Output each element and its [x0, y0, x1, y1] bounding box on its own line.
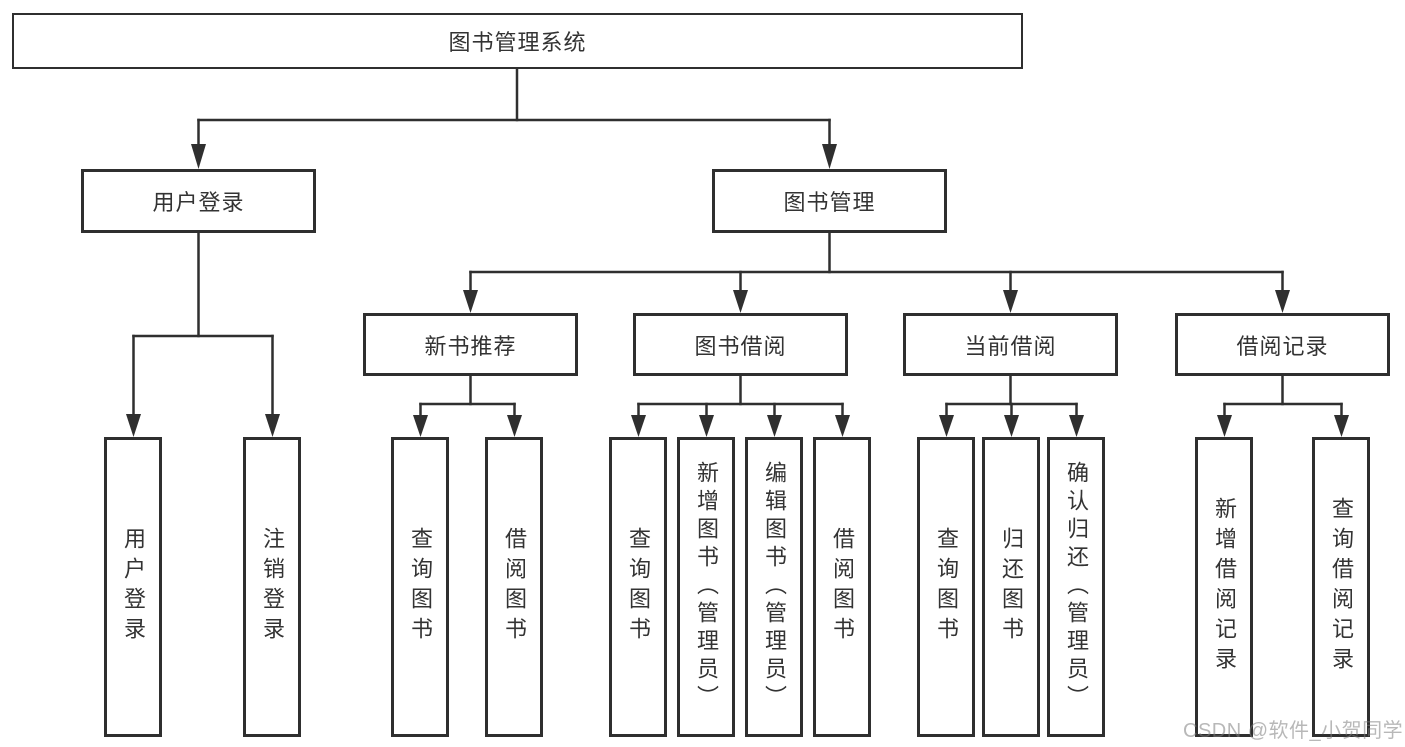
node-current-borrow: 当前借阅: [903, 313, 1118, 376]
node-borrow-records: 借阅记录: [1175, 313, 1390, 376]
leaf-borrow-books-label: 借阅图书: [830, 527, 855, 647]
leaf-add-books-admin-label: 新增图书（管理员）: [694, 461, 719, 713]
leaf-query-books-recommend-label: 查询图书: [408, 527, 433, 647]
leaf-add-borrow-record-label: 新增借阅记录: [1212, 497, 1237, 677]
node-borrow-records-label: 借阅记录: [1236, 333, 1329, 359]
node-book-borrow-label: 图书借阅: [694, 333, 787, 359]
leaf-borrow-books-recommend: 借阅图书: [485, 437, 543, 737]
node-book-management-label: 图书管理: [783, 190, 876, 215]
leaf-add-books-admin: 新增图书（管理员）: [677, 437, 735, 737]
leaf-user-login: 用户登录: [104, 437, 162, 737]
csdn-watermark: CSDN @软件_小贺同学: [1183, 720, 1404, 742]
leaf-query-books-current-label: 查询图书: [934, 527, 959, 647]
leaf-confirm-return-admin: 确认归还（管理员）: [1047, 437, 1105, 737]
leaf-confirm-return-admin-label: 确认归还（管理员）: [1064, 461, 1089, 713]
leaf-return-books: 归还图书: [982, 437, 1040, 737]
leaf-query-borrow-record: 查询借阅记录: [1312, 437, 1370, 737]
leaf-user-login-label: 用户登录: [121, 527, 146, 647]
leaf-return-books-label: 归还图书: [999, 527, 1024, 647]
leaf-edit-books-admin: 编辑图书（管理员）: [745, 437, 803, 737]
leaf-borrow-books: 借阅图书: [813, 437, 871, 737]
node-new-book-recommend: 新书推荐: [363, 313, 578, 376]
leaf-query-books-borrow-label: 查询图书: [626, 527, 651, 647]
leaf-query-books-current: 查询图书: [917, 437, 975, 737]
node-book-management: 图书管理: [712, 169, 947, 233]
node-root-library-system: 图书管理系统: [12, 13, 1023, 69]
node-book-borrow: 图书借阅: [633, 313, 848, 376]
leaf-query-borrow-record-label: 查询借阅记录: [1329, 497, 1354, 677]
leaf-add-borrow-record: 新增借阅记录: [1195, 437, 1253, 737]
leaf-edit-books-admin-label: 编辑图书（管理员）: [762, 461, 787, 713]
node-current-borrow-label: 当前借阅: [964, 333, 1057, 359]
leaf-query-books-recommend: 查询图书: [391, 437, 449, 737]
leaf-logout-label: 注销登录: [260, 527, 285, 647]
leaf-query-books-borrow: 查询图书: [609, 437, 667, 737]
leaf-logout: 注销登录: [243, 437, 301, 737]
node-user-login-label: 用户登录: [152, 190, 245, 215]
node-user-login: 用户登录: [81, 169, 316, 233]
leaf-borrow-books-recommend-label: 借阅图书: [502, 527, 527, 647]
node-root-label: 图书管理系统: [448, 30, 587, 55]
node-new-book-recommend-label: 新书推荐: [424, 333, 517, 359]
